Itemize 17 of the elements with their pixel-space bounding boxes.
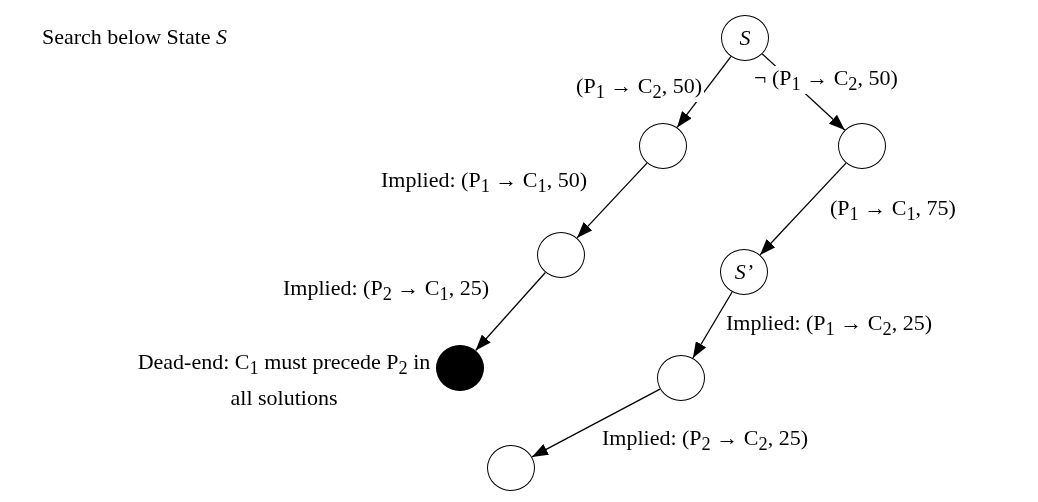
state-node: [721, 15, 769, 61]
dead-end-node: [436, 345, 484, 391]
arrow: [474, 271, 547, 352]
state-node: [639, 123, 687, 169]
state-node: [537, 232, 585, 278]
state-node: [838, 123, 886, 169]
state-node: [720, 249, 768, 295]
state-node: [657, 355, 705, 401]
state-label: S’: [734, 259, 754, 285]
arrow: [676, 55, 732, 129]
state-label: S: [739, 25, 751, 51]
state-node: [487, 445, 535, 491]
arrow: [759, 162, 847, 256]
edge-label: ¬ (P$_{1}$ → C$_{2}$, 50): [752, 65, 900, 95]
arrow: [576, 162, 648, 239]
arrow: [531, 388, 661, 458]
arrow: [692, 291, 733, 359]
